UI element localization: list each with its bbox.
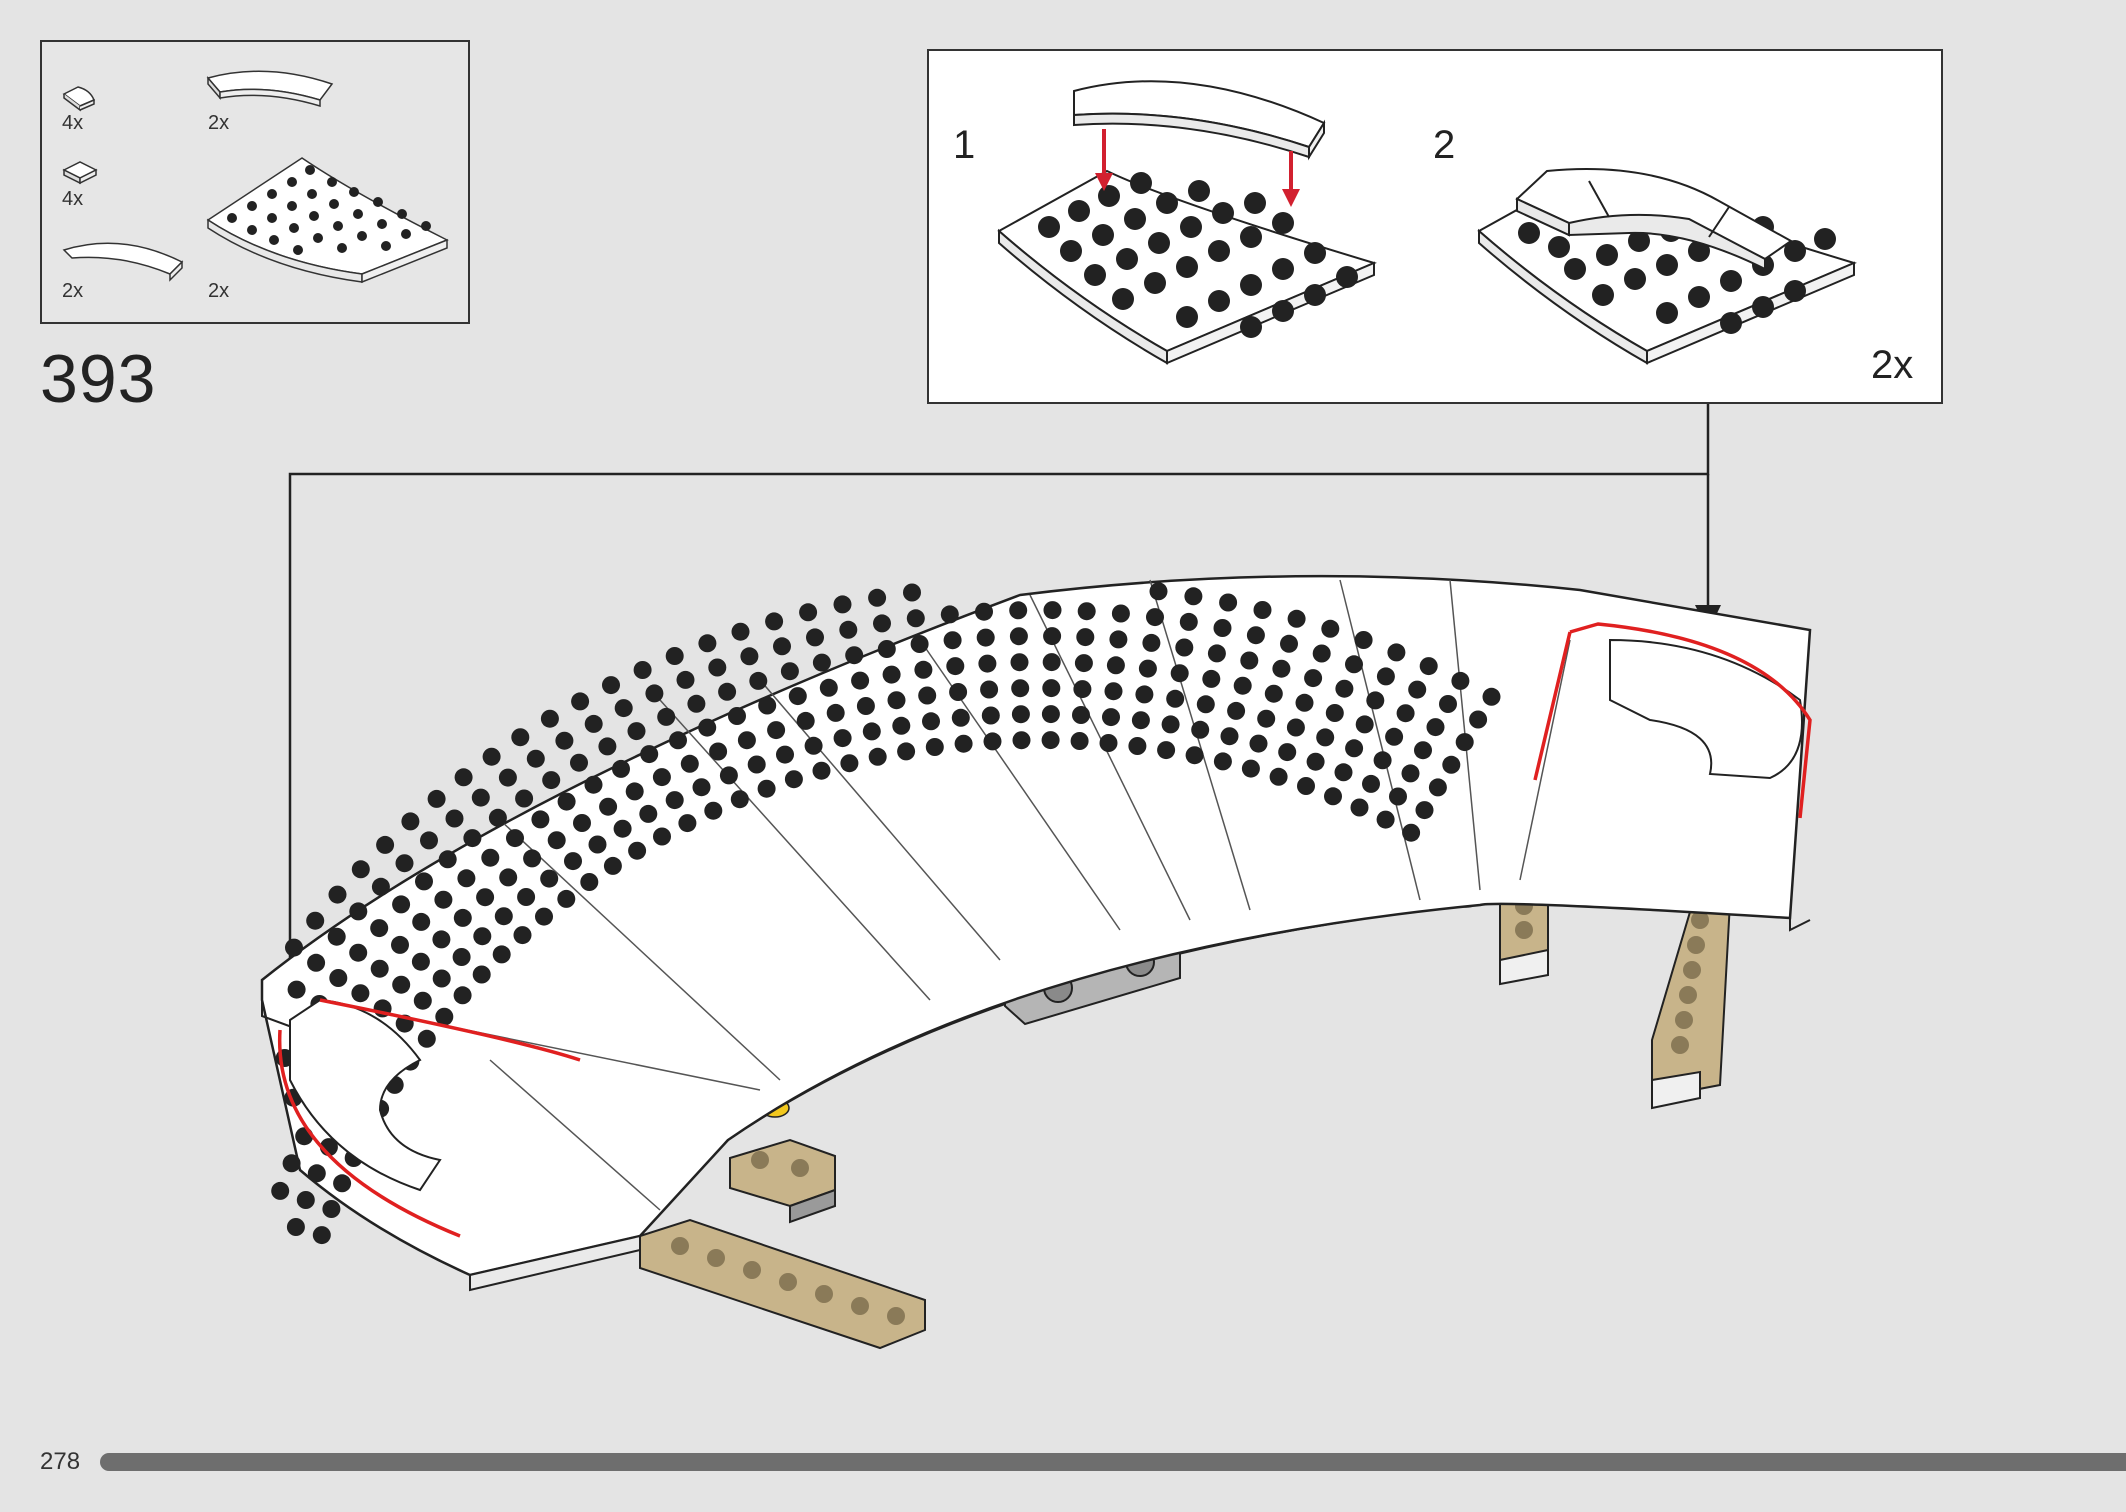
curved-tile-large-icon xyxy=(206,70,334,108)
part-qty-corner-plate: 2x xyxy=(208,280,230,302)
progress-bar xyxy=(100,1453,2126,1471)
sub-assembly-illustrations xyxy=(997,80,1857,365)
sub-step-1-illustration xyxy=(997,80,1377,365)
curved-tile-small-icon xyxy=(62,242,184,282)
round-corner-plate-icon xyxy=(206,157,449,284)
parts-list-box: 4x 2x 4x 2x 2x xyxy=(40,40,470,324)
square-tile-icon xyxy=(62,161,98,185)
parts-illustrations xyxy=(62,70,449,284)
part-qty-curved-tile-large: 2x xyxy=(208,112,230,134)
part-qty-curved-tile-small: 2x xyxy=(62,280,84,302)
sub-assembly-multiplier: 2x xyxy=(1871,343,1914,387)
step-number: 393 xyxy=(40,341,157,417)
new-curved-tile-right xyxy=(1533,622,1812,819)
page-number: 278 xyxy=(40,1448,81,1475)
new-curved-tile-left xyxy=(277,998,581,1238)
sub-step-number-1: 1 xyxy=(953,123,976,167)
sub-step-number-2: 2 xyxy=(1433,123,1456,167)
part-qty-round-tile: 4x xyxy=(62,112,84,134)
curved-plate-surface xyxy=(260,574,1812,1277)
sub-assembly-callout: 1 2 2x xyxy=(927,49,1943,404)
round-tile-icon xyxy=(62,86,95,112)
sub-step-2-illustration xyxy=(1477,168,1857,365)
part-qty-square-tile: 4x xyxy=(62,188,84,210)
